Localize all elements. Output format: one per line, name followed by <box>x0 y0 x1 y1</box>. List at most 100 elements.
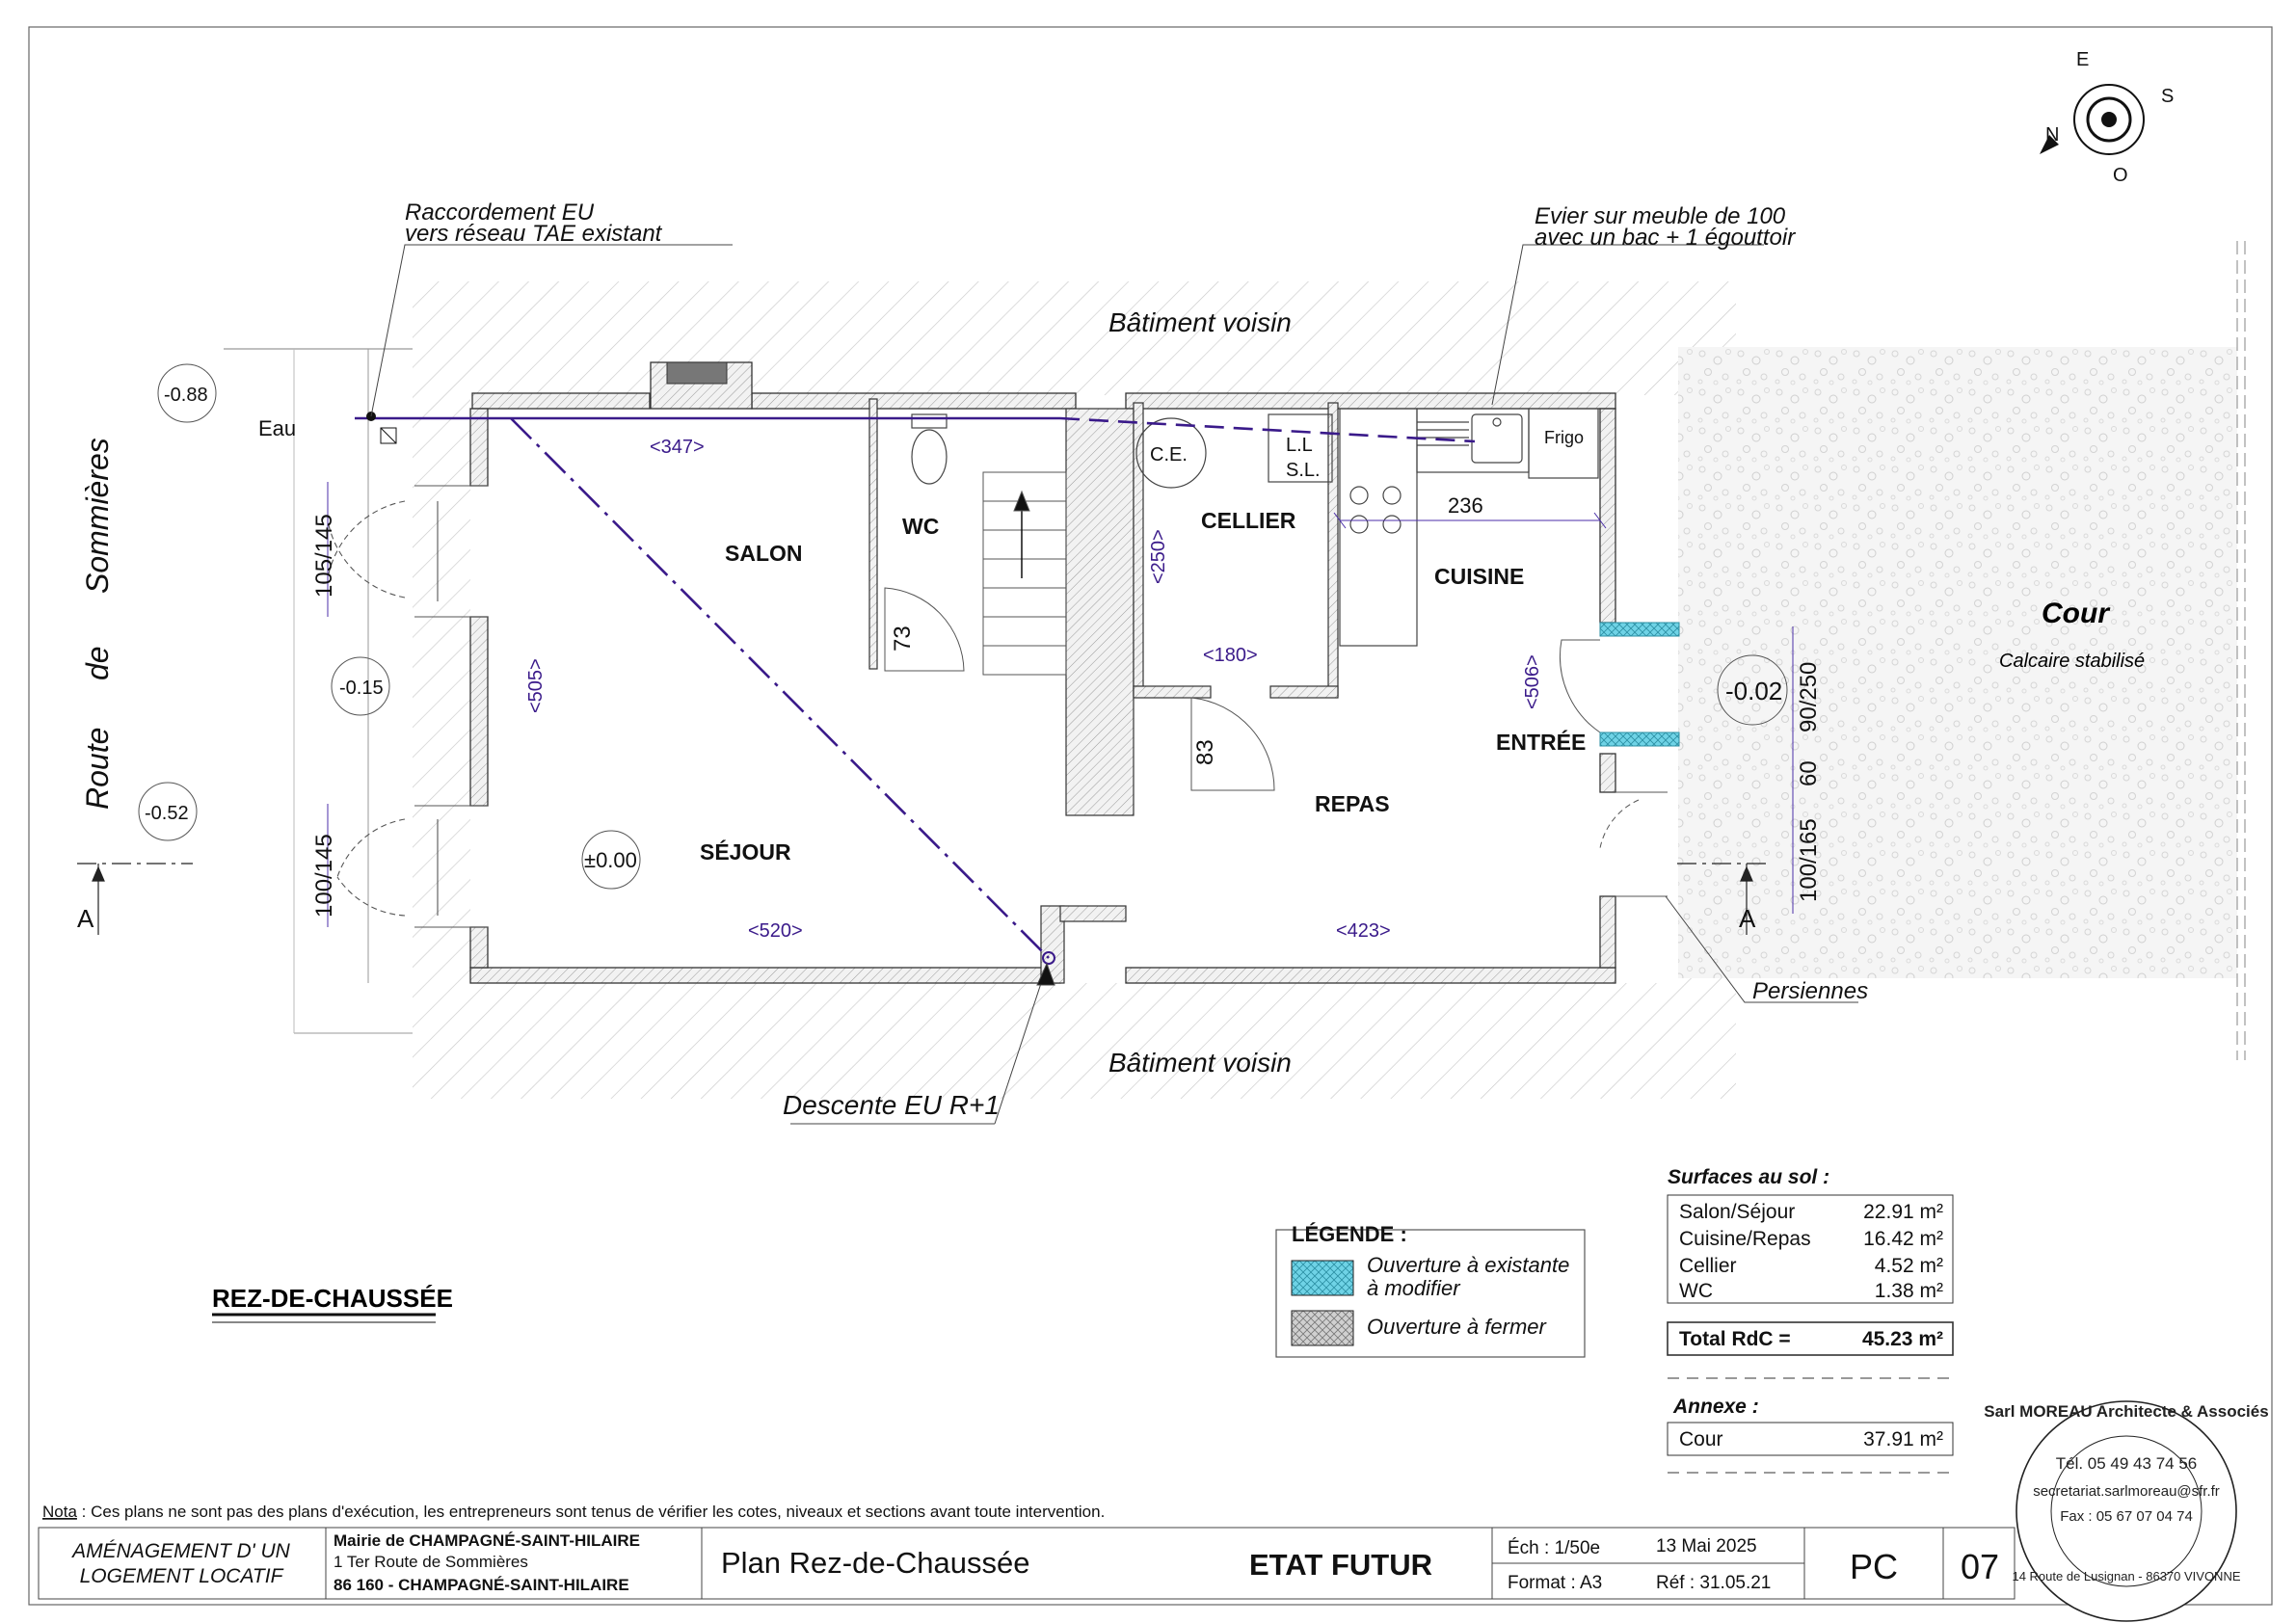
raccordement-note-line2: vers réseau TAE existant <box>405 221 663 247</box>
disclaimer-prefix: Nota <box>42 1503 77 1521</box>
frigo-label: Frigo <box>1544 428 1584 447</box>
room-sejour: SÉJOUR <box>700 838 791 865</box>
ce-label: C.E. <box>1150 444 1188 466</box>
disclaimer-note: Nota : Ces plans ne sont pas des plans d… <box>42 1503 1105 1521</box>
dim-506: <506> <box>1522 654 1543 709</box>
legend-item1-line1: Ouverture à existante <box>1367 1253 1569 1277</box>
compass-s: S <box>2161 86 2174 107</box>
exterior-walls <box>469 392 1616 984</box>
street-name: Route de Sommières <box>80 438 115 810</box>
level-minus-015: -0.15 <box>339 678 384 699</box>
dim-236: 236 <box>1448 493 1483 518</box>
dim-347: <347> <box>650 437 705 458</box>
room-entree: ENTRÉE <box>1496 729 1586 755</box>
street-word-de: de <box>80 646 115 680</box>
neighbour-bottom-label: Bâtiment voisin <box>1108 1048 1292 1078</box>
ll-label: L.L <box>1286 435 1313 456</box>
surface-total-value: 45.23 m² <box>1862 1328 1943 1350</box>
opening-modify-1 <box>1599 622 1680 637</box>
compass-rose <box>2040 84 2145 155</box>
surface-row-value: 1.38 m² <box>1875 1280 1943 1302</box>
dim-423: <423> <box>1336 920 1391 942</box>
legend-item1-line2: à modifier <box>1367 1276 1461 1300</box>
surface-row-label: Salon/Séjour <box>1679 1201 1795 1223</box>
plan-state: ETAT FUTUR <box>1249 1548 1432 1582</box>
annex-label: Cour <box>1679 1428 1723 1450</box>
interior-walls <box>868 398 1339 984</box>
stamp-tel: Tél. 05 49 43 74 56 <box>2056 1454 2198 1473</box>
page-frame <box>28 26 2273 1606</box>
legend-swatch-close <box>1291 1310 1354 1346</box>
surface-row-label: Cellier <box>1679 1255 1737 1277</box>
surface-row-value: 16.42 m² <box>1863 1228 1943 1250</box>
neighbour-building-bottom <box>413 983 1678 1099</box>
surface-row-label: Cuisine/Repas <box>1679 1228 1811 1250</box>
sheet-number: 07 <box>1961 1547 1999 1586</box>
room-cuisine: CUISINE <box>1434 564 1524 589</box>
evier-note-line1: Evier sur meuble de 100 <box>1535 203 1786 229</box>
title-block <box>38 1527 2016 1600</box>
street-openings <box>327 485 488 928</box>
sl-label: S.L. <box>1286 460 1321 481</box>
staircase <box>982 471 1067 676</box>
room-salon: SALON <box>725 541 803 566</box>
compass-n: N <box>2045 124 2059 146</box>
dim-60: 60 <box>1796 760 1822 786</box>
dim-100-165: 100/165 <box>1796 818 1822 902</box>
eau-label: Eau <box>258 416 296 440</box>
surface-row-label: WC <box>1679 1280 1713 1302</box>
room-repas: REPAS <box>1315 791 1390 816</box>
plan-ref: Réf : 31.05.21 <box>1656 1573 1771 1593</box>
level-minus-088: -0.88 <box>164 385 208 406</box>
stamp-ring-text: Sarl MOREAU Architecte & Associés <box>1984 1402 2268 1421</box>
stamp-email: secretariat.sarlmoreau@sfr.fr <box>2033 1483 2220 1500</box>
drain-line <box>355 416 1476 959</box>
evier-note-line2: avec un bac + 1 égouttoir <box>1535 225 1796 251</box>
neighbour-building-top <box>413 281 1678 395</box>
plan-phase: PC <box>1850 1547 1898 1586</box>
dim-100-145: 100/145 <box>311 834 337 918</box>
compass-o: O <box>2113 165 2128 186</box>
annex-value: 37.91 m² <box>1863 1428 1943 1450</box>
dim-520: <520> <box>748 920 803 942</box>
client-line3: 86 160 - CHAMPAGNÉ-SAINT-HILAIRE <box>334 1576 629 1594</box>
disclaimer-text: : Ces plans ne sont pas des plans d'exéc… <box>77 1503 1105 1521</box>
plan-name: Plan Rez-de-Chaussée <box>721 1546 1030 1580</box>
courtyard-subtitle: Calcaire stabilisé <box>1999 651 2145 672</box>
courtyard-title: Cour <box>2042 598 2111 629</box>
street-word-route: Route <box>80 728 115 810</box>
surface-total-label: Total RdC = <box>1679 1328 1791 1350</box>
dim-90-250: 90/250 <box>1796 662 1822 732</box>
client-line2: 1 Ter Route de Sommières <box>334 1553 528 1571</box>
level-minus-052: -0.52 <box>145 803 189 824</box>
legend-title: LÉGENDE : <box>1292 1222 1407 1246</box>
persiennes-note: Persiennes <box>1752 978 1868 1004</box>
project-line1: AMÉNAGEMENT D' UN <box>70 1540 291 1562</box>
courtyard-area <box>1678 347 2237 978</box>
annex-title: Annexe : <box>1672 1396 1759 1418</box>
raccordement-note-line1: Raccordement EU <box>405 200 595 226</box>
plan-format: Format : A3 <box>1508 1573 1602 1593</box>
plan-date: 13 Mai 2025 <box>1656 1536 1757 1556</box>
architect-stamp <box>2016 1400 2237 1622</box>
section-a-left: A <box>77 904 94 933</box>
descente-note: Descente EU R+1 <box>783 1090 1000 1120</box>
level-zero: ±0.00 <box>584 848 637 872</box>
level-title: REZ-DE-CHAUSSÉE <box>212 1284 453 1313</box>
opening-modify-2 <box>1599 732 1680 747</box>
neighbour-top-label: Bâtiment voisin <box>1108 307 1292 337</box>
kitchen-counter <box>1268 408 1599 647</box>
section-a-right: A <box>1739 904 1756 933</box>
dim-73: 73 <box>890 625 916 652</box>
level-minus-002: -0.02 <box>1725 677 1782 705</box>
compass-e: E <box>2076 49 2089 70</box>
stamp-ring-bottom: 14 Route de Lusignan - 86370 VIVONNE <box>2012 1569 2240 1583</box>
dim-505: <505> <box>525 658 547 713</box>
surface-row-value: 22.91 m² <box>1863 1201 1943 1223</box>
dim-105-145: 105/145 <box>311 514 337 598</box>
room-cellier: CELLIER <box>1201 508 1296 533</box>
surfaces-title: Surfaces au sol : <box>1668 1166 1829 1188</box>
dim-180: <180> <box>1203 645 1258 666</box>
dim-250: <250> <box>1148 529 1169 584</box>
